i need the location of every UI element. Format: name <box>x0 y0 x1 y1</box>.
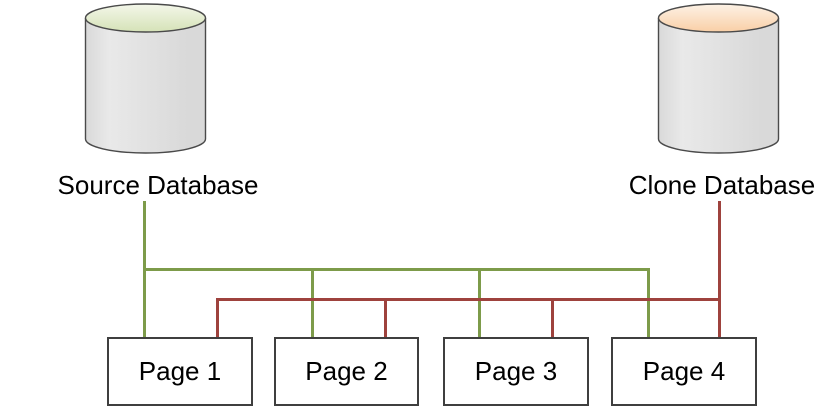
source-connector-drop-page-2 <box>311 268 314 337</box>
clone-connector-bus <box>216 298 721 301</box>
page-1-label: Page 1 <box>138 356 222 386</box>
cylinder-top <box>84 3 207 33</box>
clone-connector-drop-page-3 <box>551 298 554 337</box>
page-3-box: Page 3 <box>443 337 589 406</box>
page-1-box: Page 1 <box>107 337 253 406</box>
clone-connector-drop-page-2 <box>384 298 387 337</box>
clone-database-icon <box>657 3 780 154</box>
page-4-label: Page 4 <box>642 356 726 386</box>
page-3-label: Page 3 <box>474 356 558 386</box>
cylinder-body <box>84 18 207 154</box>
cylinder-top <box>657 3 780 33</box>
source-database-icon <box>84 3 207 154</box>
clone-connector-drop-page-1 <box>216 298 219 337</box>
clone-database-label: Clone Database <box>628 170 816 200</box>
source-connector-drop-page-3 <box>478 268 481 337</box>
source-connector-drop-page-4 <box>647 268 650 337</box>
source-database-label: Source Database <box>57 170 259 200</box>
page-2-box: Page 2 <box>274 337 419 406</box>
clone-connector-trunk <box>718 201 721 337</box>
cylinder-body <box>657 18 780 154</box>
page-2-label: Page 2 <box>305 356 388 386</box>
page-4-box: Page 4 <box>611 337 757 406</box>
source-connector-bus <box>143 268 650 271</box>
